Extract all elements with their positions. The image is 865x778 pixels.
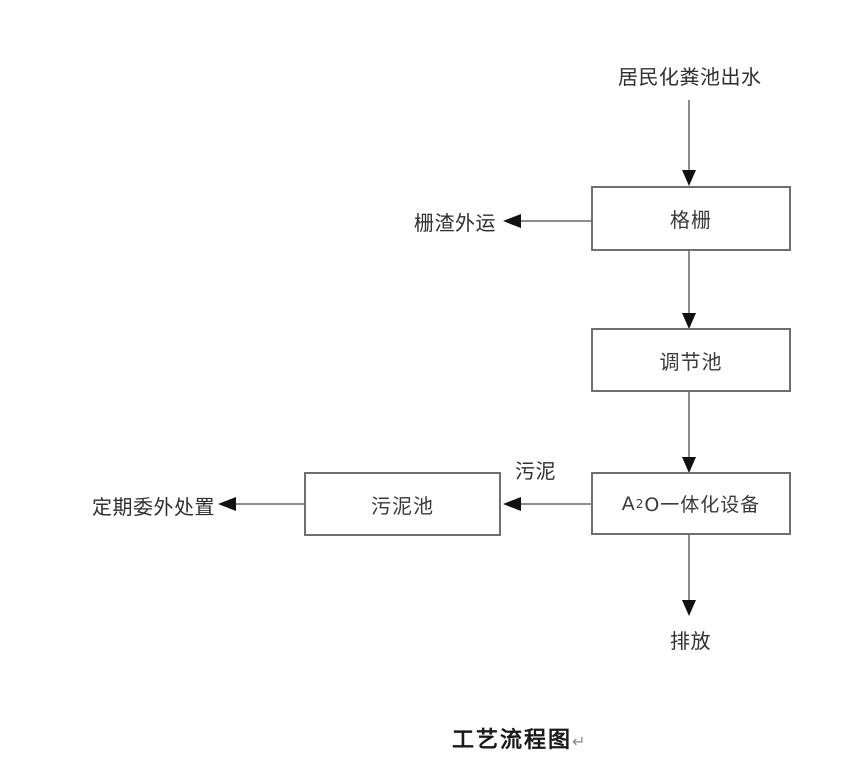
label-screenings-outbound: 栅渣外运: [414, 211, 496, 235]
arrowhead-left-icon: [503, 214, 521, 228]
arrowhead-down-icon: [682, 600, 696, 616]
label-periodic-external-disposal: 定期委外处置: [92, 495, 215, 519]
paragraph-return-mark-icon: ↵: [572, 732, 586, 751]
label-discharge: 排放: [670, 629, 711, 653]
connector-sludge-tank-to-disposal: [236, 503, 304, 505]
arrowhead-left-icon: [218, 497, 236, 511]
arrowhead-down-icon: [682, 457, 696, 473]
connector-source-to-grid: [688, 100, 690, 171]
node-grid-screen: 格栅: [591, 186, 791, 251]
label-sludge-flow: 污泥: [515, 459, 556, 483]
diagram-caption: 工艺流程图↵: [452, 722, 585, 754]
node-sludge-tank: 污泥池: [304, 472, 501, 536]
node-sludge-tank-label: 污泥池: [371, 493, 434, 518]
node-grid-screen-label: 格栅: [670, 208, 712, 232]
node-regulating-tank-label: 调节池: [659, 349, 723, 374]
connector-grid-to-regulating: [688, 251, 690, 314]
connector-grid-to-screenings: [521, 220, 591, 222]
arrowhead-left-icon: [503, 497, 521, 511]
arrowhead-down-icon: [682, 170, 696, 186]
arrowhead-down-icon: [682, 313, 696, 329]
node-a2o-label-suffix: O一体化设备: [644, 494, 761, 516]
connector-a2o-to-sludge-tank: [521, 503, 591, 505]
node-a2o-label-prefix: A: [621, 492, 636, 515]
label-source-water: 居民化粪池出水: [618, 65, 762, 89]
diagram-caption-text: 工艺流程图: [452, 728, 573, 753]
node-regulating-tank: 调节池: [591, 328, 791, 392]
connector-a2o-to-discharge: [688, 535, 690, 601]
connector-regulating-to-a2o: [688, 392, 690, 458]
